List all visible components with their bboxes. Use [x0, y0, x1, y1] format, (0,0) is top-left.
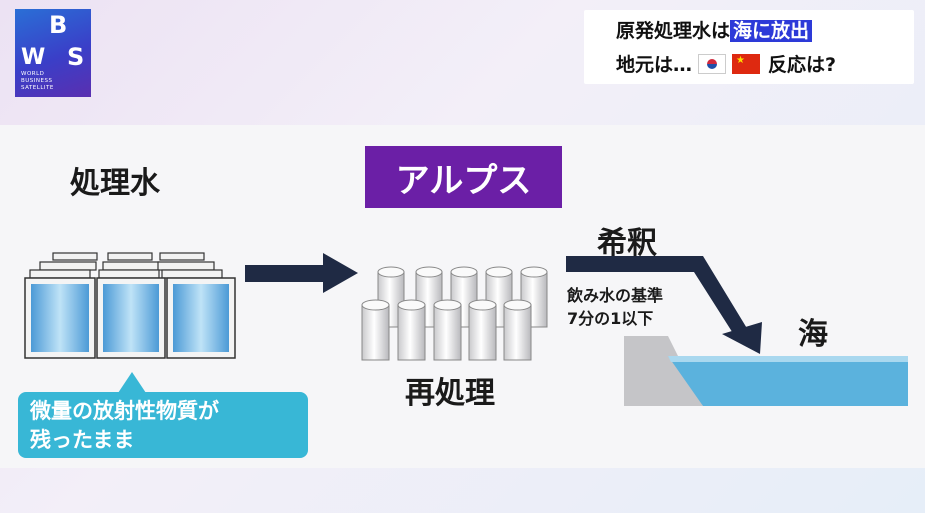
retreatment-label: 再処理 [405, 376, 495, 411]
logo-subtitle-line: BUSINESS [21, 78, 53, 84]
process-arrow [245, 253, 358, 293]
filter-cylinders [361, 266, 548, 361]
alps-label: アルプス [365, 146, 562, 208]
callout-line: 残ったまま [30, 428, 135, 452]
logo-letter-w: W [21, 45, 46, 70]
tank-rims [29, 252, 223, 279]
callout-line: 微量の放射性物質が [30, 399, 219, 423]
logo-subtitle-line: WORLD [21, 71, 45, 77]
dilution-note: 飲み水の基準 7分の1以下 [567, 284, 663, 330]
headline-reaction: 反応は? [768, 54, 837, 76]
headline-local: 地元は… [616, 54, 693, 76]
dilution-label: 希釈 [597, 226, 657, 261]
dilution-note-line: 飲み水の基準 [567, 286, 664, 305]
dilution-arrow [566, 256, 762, 354]
china-flag-icon [732, 53, 761, 74]
headline-highlight: 海に放出 [730, 20, 813, 42]
headline-line-1: 原発処理水は海に放出 [616, 16, 813, 43]
korea-flag-icon [698, 53, 727, 74]
dilution-note-line: 7分の1以下 [567, 309, 654, 328]
residual-radiation-callout: 微量の放射性物質が 残ったまま [18, 392, 308, 458]
logo-subtitle: WORLD BUSINESS SATELLITE [21, 71, 54, 92]
shore [624, 336, 703, 406]
headline-prefix: 原発処理水は [616, 20, 731, 42]
logo-letter-s: S [67, 43, 85, 71]
sea-label: 海 [798, 317, 828, 352]
sea [668, 356, 908, 406]
logo-letter-b: B [49, 11, 68, 39]
treated-water-label: 処理水 [70, 166, 160, 201]
logo-subtitle-line: SATELLITE [21, 85, 54, 91]
wbs-logo: W B S WORLD BUSINESS SATELLITE [15, 9, 91, 97]
callout-pointer [118, 372, 146, 393]
headline-line-2: 地元は… 反応は? [616, 50, 836, 77]
water-tanks [24, 277, 236, 359]
